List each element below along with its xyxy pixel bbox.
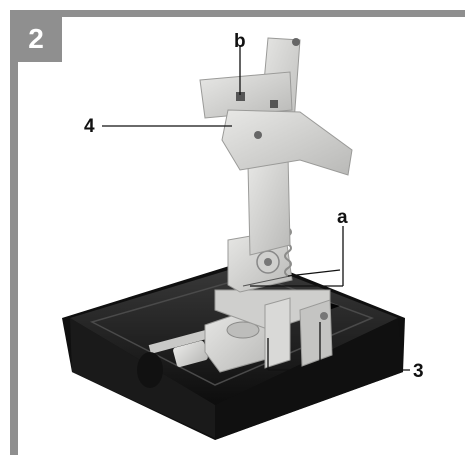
tilt-arm xyxy=(247,154,291,256)
vice-assembly xyxy=(204,289,333,373)
leader-lines xyxy=(102,46,410,371)
callout-3: 3 xyxy=(413,361,424,382)
callout-b: b xyxy=(234,31,246,52)
figure-number-badge: 2 xyxy=(10,10,62,62)
mounting-bracket xyxy=(199,37,353,176)
frame-top-bar xyxy=(10,10,465,17)
callout-4: 4 xyxy=(84,116,95,137)
callout-a: a xyxy=(337,207,348,228)
frame-left-bar xyxy=(10,10,18,455)
